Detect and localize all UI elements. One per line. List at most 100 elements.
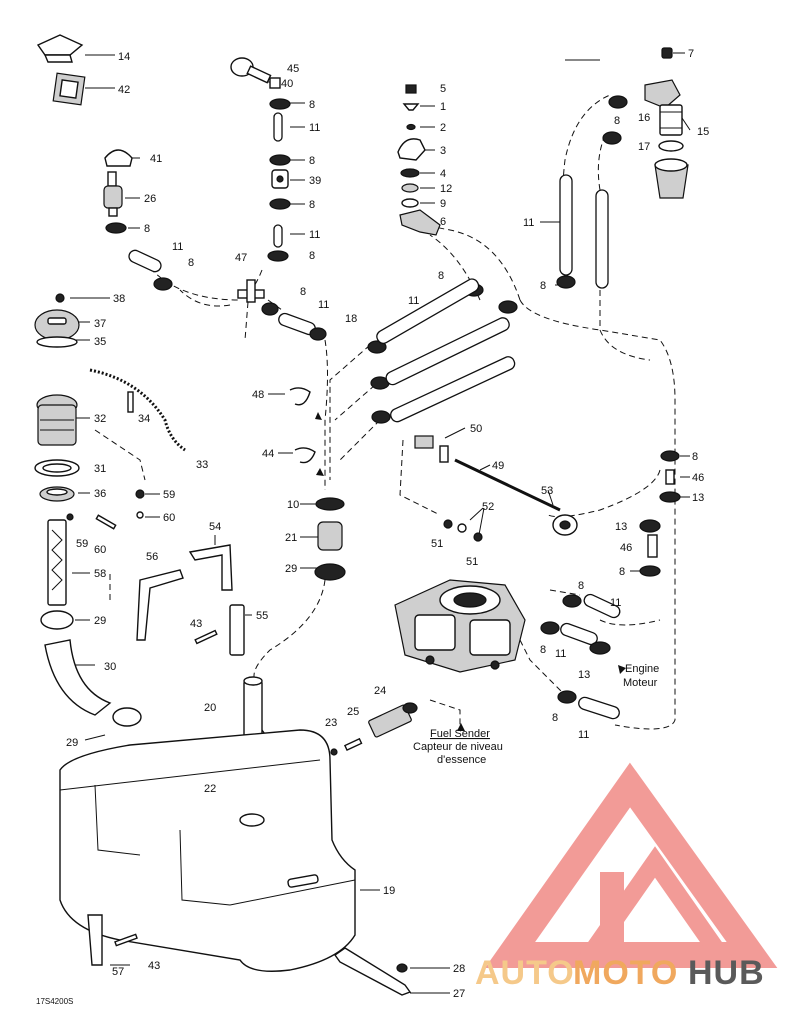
callout-33: 33 bbox=[196, 459, 208, 471]
callout-53: 53 bbox=[541, 485, 553, 497]
part-26-filter bbox=[103, 171, 123, 217]
callout-52: 52 bbox=[482, 501, 494, 513]
callout-36: 36 bbox=[94, 488, 106, 500]
note-engine-en: Engine bbox=[625, 663, 659, 675]
part-58-vent-tube bbox=[47, 519, 67, 606]
callout-57: 57 bbox=[112, 966, 124, 978]
callout-11-h: 11 bbox=[555, 648, 566, 660]
callout-22: 22 bbox=[204, 783, 216, 795]
part-43-screw-bottom bbox=[114, 933, 138, 947]
callout-8-m: 8 bbox=[578, 580, 584, 592]
part-49-rod bbox=[454, 458, 561, 512]
callout-31: 31 bbox=[94, 463, 106, 475]
callout-26: 26 bbox=[144, 193, 156, 205]
part-4-12-9-rings bbox=[400, 168, 420, 208]
note-fuel-sender-fr-1: Capteur de niveau bbox=[413, 741, 503, 753]
callout-8-h: 8 bbox=[300, 286, 306, 298]
callout-8-d: 8 bbox=[188, 257, 194, 269]
part-6-valve-body bbox=[399, 209, 441, 236]
callout-42: 42 bbox=[118, 84, 130, 96]
callout-43-a: 43 bbox=[190, 618, 202, 630]
callout-13-c: 13 bbox=[578, 669, 590, 681]
part-8-clamps-column bbox=[267, 98, 291, 262]
part-57-bracket bbox=[87, 914, 103, 966]
part-8-clamp-left bbox=[105, 222, 173, 291]
callout-59-b: 59 bbox=[76, 538, 88, 550]
routing-arrows bbox=[315, 412, 626, 731]
callout-20: 20 bbox=[204, 702, 216, 714]
callout-10: 10 bbox=[287, 499, 299, 511]
callout-21: 21 bbox=[285, 532, 297, 544]
part-21-grommet bbox=[317, 521, 343, 551]
note-fuel-sender-fr-2: d'essence bbox=[437, 754, 486, 766]
part-38-plug bbox=[55, 293, 65, 303]
part-32-filler-neck bbox=[36, 394, 78, 446]
part-55-bracket bbox=[229, 604, 245, 656]
callout-39: 39 bbox=[309, 175, 321, 187]
callout-24: 24 bbox=[374, 685, 386, 697]
callout-11-e: 11 bbox=[523, 217, 534, 229]
callout-25: 25 bbox=[347, 706, 359, 718]
part-28-screw bbox=[396, 963, 408, 973]
part-27-strap-bottom bbox=[334, 947, 412, 996]
callout-28: 28 bbox=[453, 963, 465, 975]
callout-47: 47 bbox=[235, 252, 247, 264]
callout-35: 35 bbox=[94, 336, 106, 348]
callout-8-a: 8 bbox=[309, 99, 315, 111]
note-fuel-sender-en: Fuel Sender bbox=[430, 728, 490, 740]
part-35-gasket bbox=[36, 336, 78, 348]
watermark-logo bbox=[484, 762, 778, 968]
callout-5: 5 bbox=[440, 83, 446, 95]
callout-38: 38 bbox=[113, 293, 125, 305]
part-50-bracket bbox=[414, 435, 449, 463]
callout-58: 58 bbox=[94, 568, 106, 580]
callout-46-b: 46 bbox=[620, 542, 632, 554]
callout-8-c: 8 bbox=[144, 223, 150, 235]
callout-8-f: 8 bbox=[309, 199, 315, 211]
part-3-cap bbox=[397, 138, 426, 161]
part-44-clip bbox=[294, 447, 316, 464]
callout-2: 2 bbox=[440, 122, 446, 134]
callout-13-a: 13 bbox=[692, 492, 704, 504]
part-11-vertical-hoses bbox=[556, 174, 609, 289]
part-8-11-18-row bbox=[261, 302, 327, 341]
callout-4: 4 bbox=[440, 168, 446, 180]
part-34-33-chain bbox=[89, 368, 186, 452]
callout-29-c: 29 bbox=[285, 563, 297, 575]
callout-15: 15 bbox=[697, 126, 709, 138]
part-41-grommet bbox=[104, 149, 133, 167]
callout-13-b: 13 bbox=[615, 521, 627, 533]
callout-55: 55 bbox=[256, 610, 268, 622]
callout-16: 16 bbox=[638, 112, 650, 124]
annotation-notes: Engine Moteur Fuel Sender Capteur de niv… bbox=[413, 663, 659, 766]
callout-48: 48 bbox=[252, 389, 264, 401]
callout-29-b: 29 bbox=[66, 737, 78, 749]
watermark-moto: MOTO bbox=[573, 954, 678, 992]
part-45-vent-cap bbox=[230, 57, 272, 84]
callout-46-a: 46 bbox=[692, 472, 704, 484]
part-16-filter-element bbox=[659, 104, 683, 136]
part-40-fitting bbox=[269, 77, 281, 89]
callout-8-b: 8 bbox=[614, 115, 620, 127]
callout-8-l: 8 bbox=[619, 566, 625, 578]
callout-11-d: 11 bbox=[318, 299, 329, 311]
callout-23: 23 bbox=[325, 717, 337, 729]
part-29-clamps-left bbox=[40, 610, 142, 727]
callout-59-a: 59 bbox=[163, 489, 175, 501]
part-29-clamp-mid bbox=[314, 563, 346, 581]
part-11-long-hoses bbox=[376, 278, 516, 423]
part-11-hoses-column bbox=[273, 112, 283, 248]
callout-8-j: 8 bbox=[438, 270, 444, 282]
callout-12: 12 bbox=[440, 183, 452, 195]
part-filter-head bbox=[602, 79, 681, 145]
part-56-strap bbox=[136, 569, 184, 641]
part-51-52-nuts bbox=[443, 519, 483, 542]
part-59-60-fasteners bbox=[66, 489, 145, 530]
callout-9: 9 bbox=[440, 198, 446, 210]
callout-51-b: 51 bbox=[466, 556, 478, 568]
part-5-screw bbox=[405, 84, 417, 94]
callout-7: 7 bbox=[688, 48, 694, 60]
watermark-text: AUTO MOTO HUB bbox=[475, 954, 764, 992]
part-1-bolt bbox=[402, 103, 420, 111]
